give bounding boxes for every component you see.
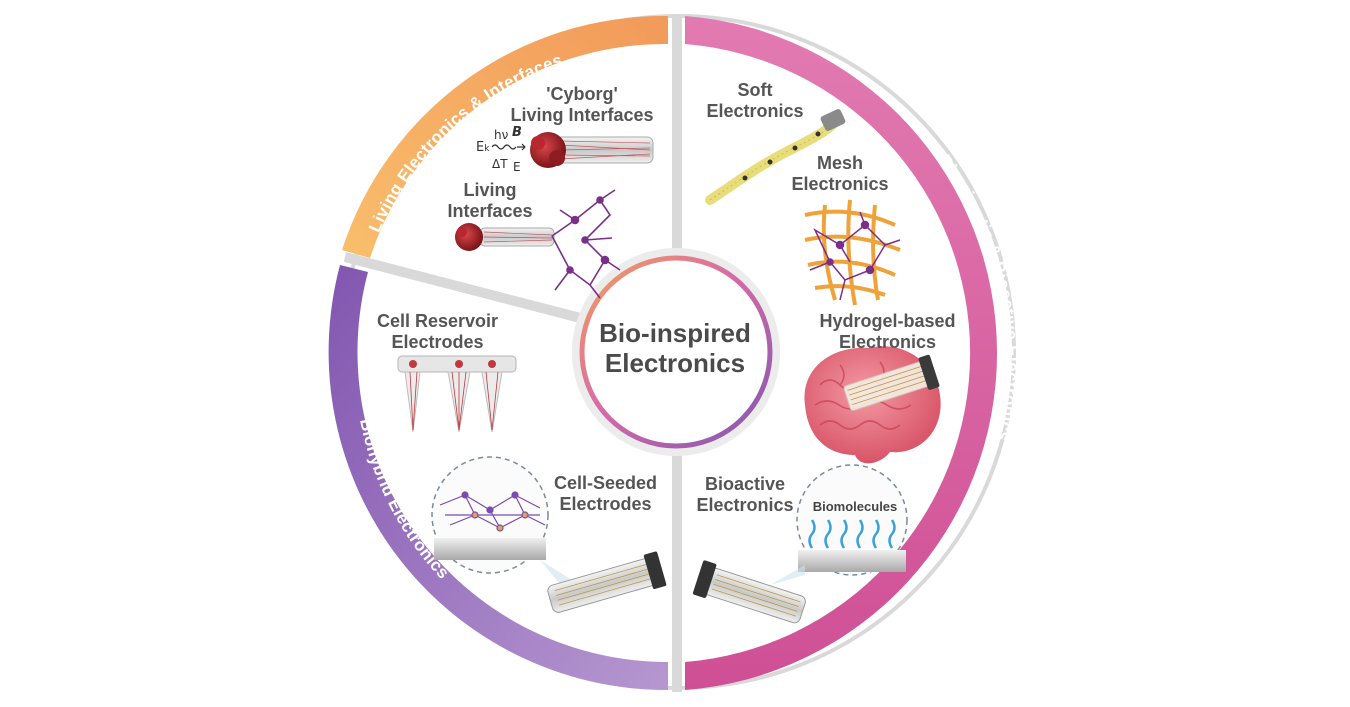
biomolecules-label: Biomolecules <box>812 499 898 514</box>
cell-seeded-illustration <box>431 456 667 613</box>
biomolecules-zoom-circle <box>796 464 908 576</box>
biomolecule-strands <box>808 519 896 549</box>
brain-illustration <box>804 346 941 464</box>
soft-label-line2: Electronics <box>706 101 804 121</box>
living-sector-band <box>342 15 668 259</box>
living-label-line2: Interfaces <box>447 201 533 221</box>
reservoir-label-line1: Cell Reservoir <box>376 311 499 331</box>
living-interface-illustration <box>455 189 621 299</box>
temperature-symbol: ΔT <box>492 157 508 171</box>
center-ring <box>579 255 773 449</box>
photon-wave <box>491 144 517 150</box>
photon-symbol: hν <box>494 128 509 142</box>
cell-reservoir-illustration <box>397 355 517 433</box>
hydrogel-label-line1: Hydrogel-based <box>819 311 956 331</box>
cell-seeded-label: Cell-Seeded Electrodes <box>548 473 663 515</box>
mesh-electronics-illustration <box>804 199 901 306</box>
cyborg-label: 'Cyborg' Living Interfaces <box>502 84 662 126</box>
mesh-electronics-label: Mesh Electronics <box>785 153 895 195</box>
electric-field-symbol: E <box>513 160 521 174</box>
hydrogel-electronics-label: Hydrogel-based Electronics <box>805 311 970 353</box>
bioactive-illustration <box>692 464 908 624</box>
cell-reservoir-label: Cell Reservoir Electrodes <box>365 311 510 353</box>
wave-arrow <box>517 143 526 151</box>
soft-label-line1: Soft <box>737 80 773 100</box>
kinetic-energy-symbol: Ek <box>476 140 490 155</box>
center-title-line1: Bio-inspired <box>599 318 751 348</box>
reservoir-label-line2: Electrodes <box>391 332 484 352</box>
living-label-line1: Living <box>463 180 517 200</box>
divider-left <box>343 252 590 325</box>
bioactive-label-line1: Bioactive <box>704 474 786 494</box>
seeded-neuron-network <box>439 491 546 532</box>
cyborg-label-line1: 'Cyborg' <box>546 84 618 104</box>
cyborg-interface-illustration <box>530 132 654 168</box>
seeded-label-line2: Electrodes <box>559 494 652 514</box>
bioactive-electronics-label: Bioactive Electronics <box>690 474 800 516</box>
mesh-label-line1: Mesh <box>816 153 863 173</box>
soft-electronics-label: Soft Electronics <box>700 80 810 122</box>
magnetic-field-symbol: B <box>512 125 522 140</box>
center-title-line2: Electronics <box>604 348 746 378</box>
seeded-label-line1: Cell-Seeded <box>553 473 658 493</box>
mesh-label-line2: Electronics <box>791 174 889 194</box>
bioactive-probe <box>692 560 806 624</box>
neuron-network <box>551 189 621 299</box>
hydrogel-label-line2: Electronics <box>838 332 937 352</box>
cyborg-label-line2: Living Interfaces <box>510 105 654 125</box>
cell-seeded-probe <box>547 551 667 613</box>
cell-cluster-living <box>455 223 483 251</box>
living-interfaces-label: Living Interfaces <box>440 180 540 222</box>
center-title: Bio-inspired Electronics <box>570 318 780 378</box>
hydrogel-probe <box>843 354 940 411</box>
bioactive-label-line2: Electronics <box>696 495 794 515</box>
soft-electronics-illustration <box>705 109 846 205</box>
